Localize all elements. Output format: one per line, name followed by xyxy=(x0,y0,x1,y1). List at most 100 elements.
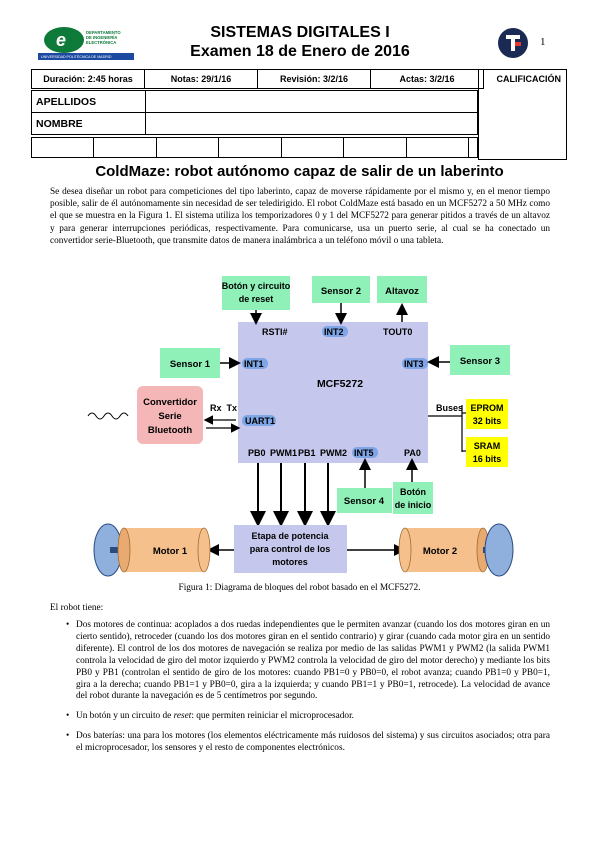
eprom-block xyxy=(466,399,508,429)
pin-int1-pill xyxy=(242,358,268,369)
pin-pwm1: PWM1 xyxy=(270,448,297,458)
power-stage-label-1: Etapa de potencia xyxy=(251,531,329,541)
id-box[interactable] xyxy=(468,137,478,158)
logo-line-1: DEPARTAMENTO xyxy=(86,30,121,35)
pin-int3-pill xyxy=(402,358,428,369)
course-title: SISTEMAS DIGITALES I xyxy=(210,24,390,41)
sram-label-2: 16 bits xyxy=(473,454,502,464)
speaker-label: Altavoz xyxy=(385,286,419,297)
buses-label: Buses xyxy=(436,403,463,413)
pin-uart1: UART1 xyxy=(245,416,275,426)
pin-int1: INT1 xyxy=(244,359,264,369)
bullet-icon: • xyxy=(66,711,70,722)
grade-label: CALIFICACIÓN xyxy=(496,74,562,84)
eprom-label-2: 32 bits xyxy=(473,416,502,426)
minutes-date-cell: Actas: 3/2/16 xyxy=(370,69,484,89)
reset-circuit-block xyxy=(222,276,290,310)
sensor2-block xyxy=(312,276,370,303)
notes-date-cell: Notas: 29/1/16 xyxy=(144,69,258,89)
wireless-signal-icon xyxy=(87,412,129,420)
converter-label-3: Bluetooth xyxy=(148,425,193,436)
grade-box[interactable] xyxy=(478,69,567,160)
list-item-text-suffix: : que permiten reiniciar el microprocesa… xyxy=(191,711,354,722)
id-box[interactable] xyxy=(405,137,470,158)
pin-rsti: RSTI# xyxy=(262,327,288,337)
name-label: NOMBRE xyxy=(31,112,146,135)
converter-label-2: Serie xyxy=(158,411,181,422)
sensor4-label: Sensor 4 xyxy=(344,496,385,507)
id-box[interactable] xyxy=(218,137,282,158)
bullet-icon: • xyxy=(66,731,70,742)
page-number: 1 xyxy=(540,36,546,48)
id-box[interactable] xyxy=(155,137,220,158)
motor1-shaft xyxy=(110,547,124,553)
mcu-label: MCF5272 xyxy=(317,378,363,390)
power-stage-label-3: motores xyxy=(272,557,308,567)
power-stage-label-2: para control de los xyxy=(250,544,331,554)
motor1-body-end xyxy=(117,527,131,573)
surname-field[interactable] xyxy=(145,90,478,113)
review-date-cell: Revisión: 3/2/16 xyxy=(257,69,371,89)
document-title: ColdMaze: robot autónomo capaz de salir … xyxy=(95,163,504,180)
id-box[interactable] xyxy=(93,137,157,158)
rxtx-label: Rx Tx xyxy=(210,403,237,413)
name-field[interactable] xyxy=(145,112,478,135)
motor1-label: Motor 1 xyxy=(153,546,188,557)
id-box[interactable] xyxy=(30,137,95,158)
id-box[interactable] xyxy=(343,137,407,158)
mcu-block xyxy=(238,322,428,463)
svg-text:e: e xyxy=(56,30,66,50)
motor2-wheel xyxy=(484,523,514,577)
pin-uart1-pill xyxy=(242,415,276,426)
eprom-label-1: EPROM xyxy=(470,403,503,413)
info-table: Duración: 2:45 horas Notas: 29/1/16 Revi… xyxy=(31,69,565,89)
list-item: • Dos motores de continua: acoplados a d… xyxy=(50,620,550,703)
start-label-2: de inicio xyxy=(395,500,432,510)
pin-int5: INT5 xyxy=(354,448,374,458)
reset-label-2: de reset xyxy=(239,294,274,304)
id-box[interactable] xyxy=(280,137,345,158)
figure-caption: Figura 1: Diagrama de bloques del robot … xyxy=(178,583,421,593)
list-item-text: Dos motores de continua: acoplados a dos… xyxy=(76,620,550,702)
motor2-body xyxy=(405,528,483,572)
surname-label: APELLIDOS xyxy=(31,90,146,113)
sram-label-1: SRAM xyxy=(474,441,501,451)
list-item: • Dos baterías: una para los motores (lo… xyxy=(50,731,550,755)
block-diagram: MCF5272 RSTI# INT2 TOUT0 INT1 INT3 UART1… xyxy=(87,276,514,577)
pin-int2: INT2 xyxy=(324,327,344,337)
list-item-text-prefix: Un botón y un circuito de xyxy=(76,711,174,722)
motor2-label: Motor 2 xyxy=(423,546,457,557)
speaker-block xyxy=(377,276,427,303)
motor1-body xyxy=(124,528,204,572)
motor2-body-end xyxy=(398,527,412,573)
pin-pa0: PA0 xyxy=(404,448,421,458)
reset-label-1: Botón y circuito xyxy=(222,281,291,291)
pin-int5-pill xyxy=(352,447,378,458)
department-logo: e DEPARTAMENTO DE INGENIERÍA ELECTRÓNICA… xyxy=(38,27,134,60)
list-lead: El robot tiene: xyxy=(50,603,104,613)
intro-paragraph: Se desea diseñar un robot para competici… xyxy=(50,187,550,246)
pin-tout0: TOUT0 xyxy=(383,327,412,337)
sensor3-block xyxy=(450,345,510,375)
pin-int2-pill xyxy=(322,326,348,337)
id-boxes xyxy=(30,137,478,158)
sensor3-label: Sensor 3 xyxy=(460,356,500,367)
exam-date-title: Examen 18 de Enero de 2016 xyxy=(190,43,410,60)
sensor1-label: Sensor 1 xyxy=(170,359,211,370)
power-stage-block xyxy=(234,525,347,573)
list-item-text: Dos baterías: una para los motores (los … xyxy=(76,731,550,754)
logo-footer: UNIVERSIDAD POLITÉCNICA DE MADRID xyxy=(41,54,112,59)
list-item-text-italic: reset xyxy=(173,711,192,722)
bluetooth-converter-block xyxy=(137,386,203,444)
sensor1-block xyxy=(160,348,220,378)
pin-pwm2: PWM2 xyxy=(320,448,347,458)
start-button-block xyxy=(393,482,433,514)
motor1-body-cap xyxy=(197,527,211,573)
converter-label-1: Convertidor xyxy=(143,397,197,408)
pin-pb0: PB0 xyxy=(248,448,266,458)
feature-list: • Dos motores de continua: acoplados a d… xyxy=(50,620,550,763)
sram-block xyxy=(466,437,508,467)
sensor4-block xyxy=(337,488,392,513)
bullet-icon: • xyxy=(66,620,70,630)
pin-pb1: PB1 xyxy=(298,448,316,458)
